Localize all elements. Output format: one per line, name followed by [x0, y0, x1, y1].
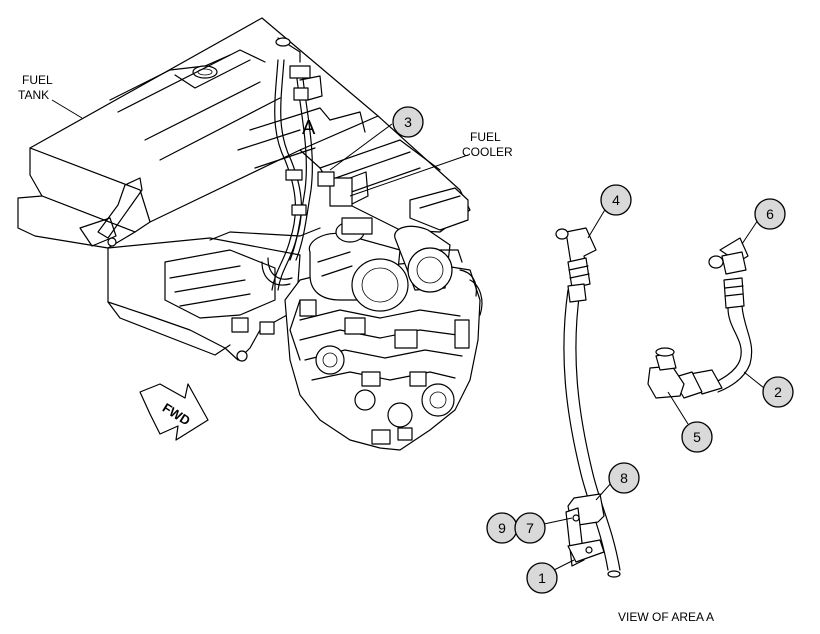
- callouts: 3 4 6 2 5 8: [329, 106, 794, 594]
- callout-6: 6: [754, 198, 786, 230]
- callout-7: 7: [514, 512, 546, 544]
- leader-6: [741, 219, 759, 245]
- callout-4-number: 4: [612, 192, 620, 208]
- leader-7: [543, 517, 573, 525]
- fuel-tank-leader: [51, 99, 83, 119]
- callout-2: 2: [762, 376, 794, 408]
- detail-view-area-a: [555, 227, 753, 578]
- fuel-cooler-label-line2: COOLER: [462, 145, 513, 159]
- fuel-tank-label-line1: FUEL: [22, 73, 53, 87]
- leader-2: [743, 371, 765, 389]
- callout-2-number: 2: [774, 384, 782, 400]
- callout-4: 4: [600, 184, 632, 216]
- callout-6-number: 6: [766, 206, 774, 222]
- callout-3-number: 3: [404, 114, 412, 130]
- label-fuel-tank: FUEL TANK: [18, 73, 83, 119]
- callout-8: 8: [608, 462, 640, 494]
- leader-3: [329, 123, 393, 171]
- fuel-cooler-leader: [349, 154, 469, 197]
- callout-1-number: 1: [538, 570, 546, 586]
- callout-7-number: 7: [526, 520, 534, 536]
- leader-5: [667, 391, 689, 425]
- callout-5-number: 5: [693, 429, 701, 445]
- callout-5: 5: [681, 421, 713, 453]
- leader-4: [587, 207, 607, 239]
- forward-arrow: FWD: [139, 383, 209, 441]
- callout-9: 9: [486, 512, 518, 544]
- fuel-cooler-label-line1: FUEL: [470, 130, 501, 144]
- label-fuel-cooler: FUEL COOLER: [349, 130, 513, 197]
- fuel-tank-label-line2: TANK: [18, 88, 49, 102]
- callout-3: 3: [392, 106, 424, 138]
- callout-9-number: 9: [498, 520, 506, 536]
- callout-8-number: 8: [620, 470, 628, 486]
- engine: [284, 217, 483, 451]
- fuel-lines-overview: [261, 59, 323, 291]
- callout-1: 1: [526, 562, 558, 594]
- leader-1: [553, 559, 575, 571]
- area-a-marker: A: [302, 117, 316, 139]
- leader-8: [595, 481, 613, 501]
- view-caption: VIEW OF AREA A: [618, 610, 714, 624]
